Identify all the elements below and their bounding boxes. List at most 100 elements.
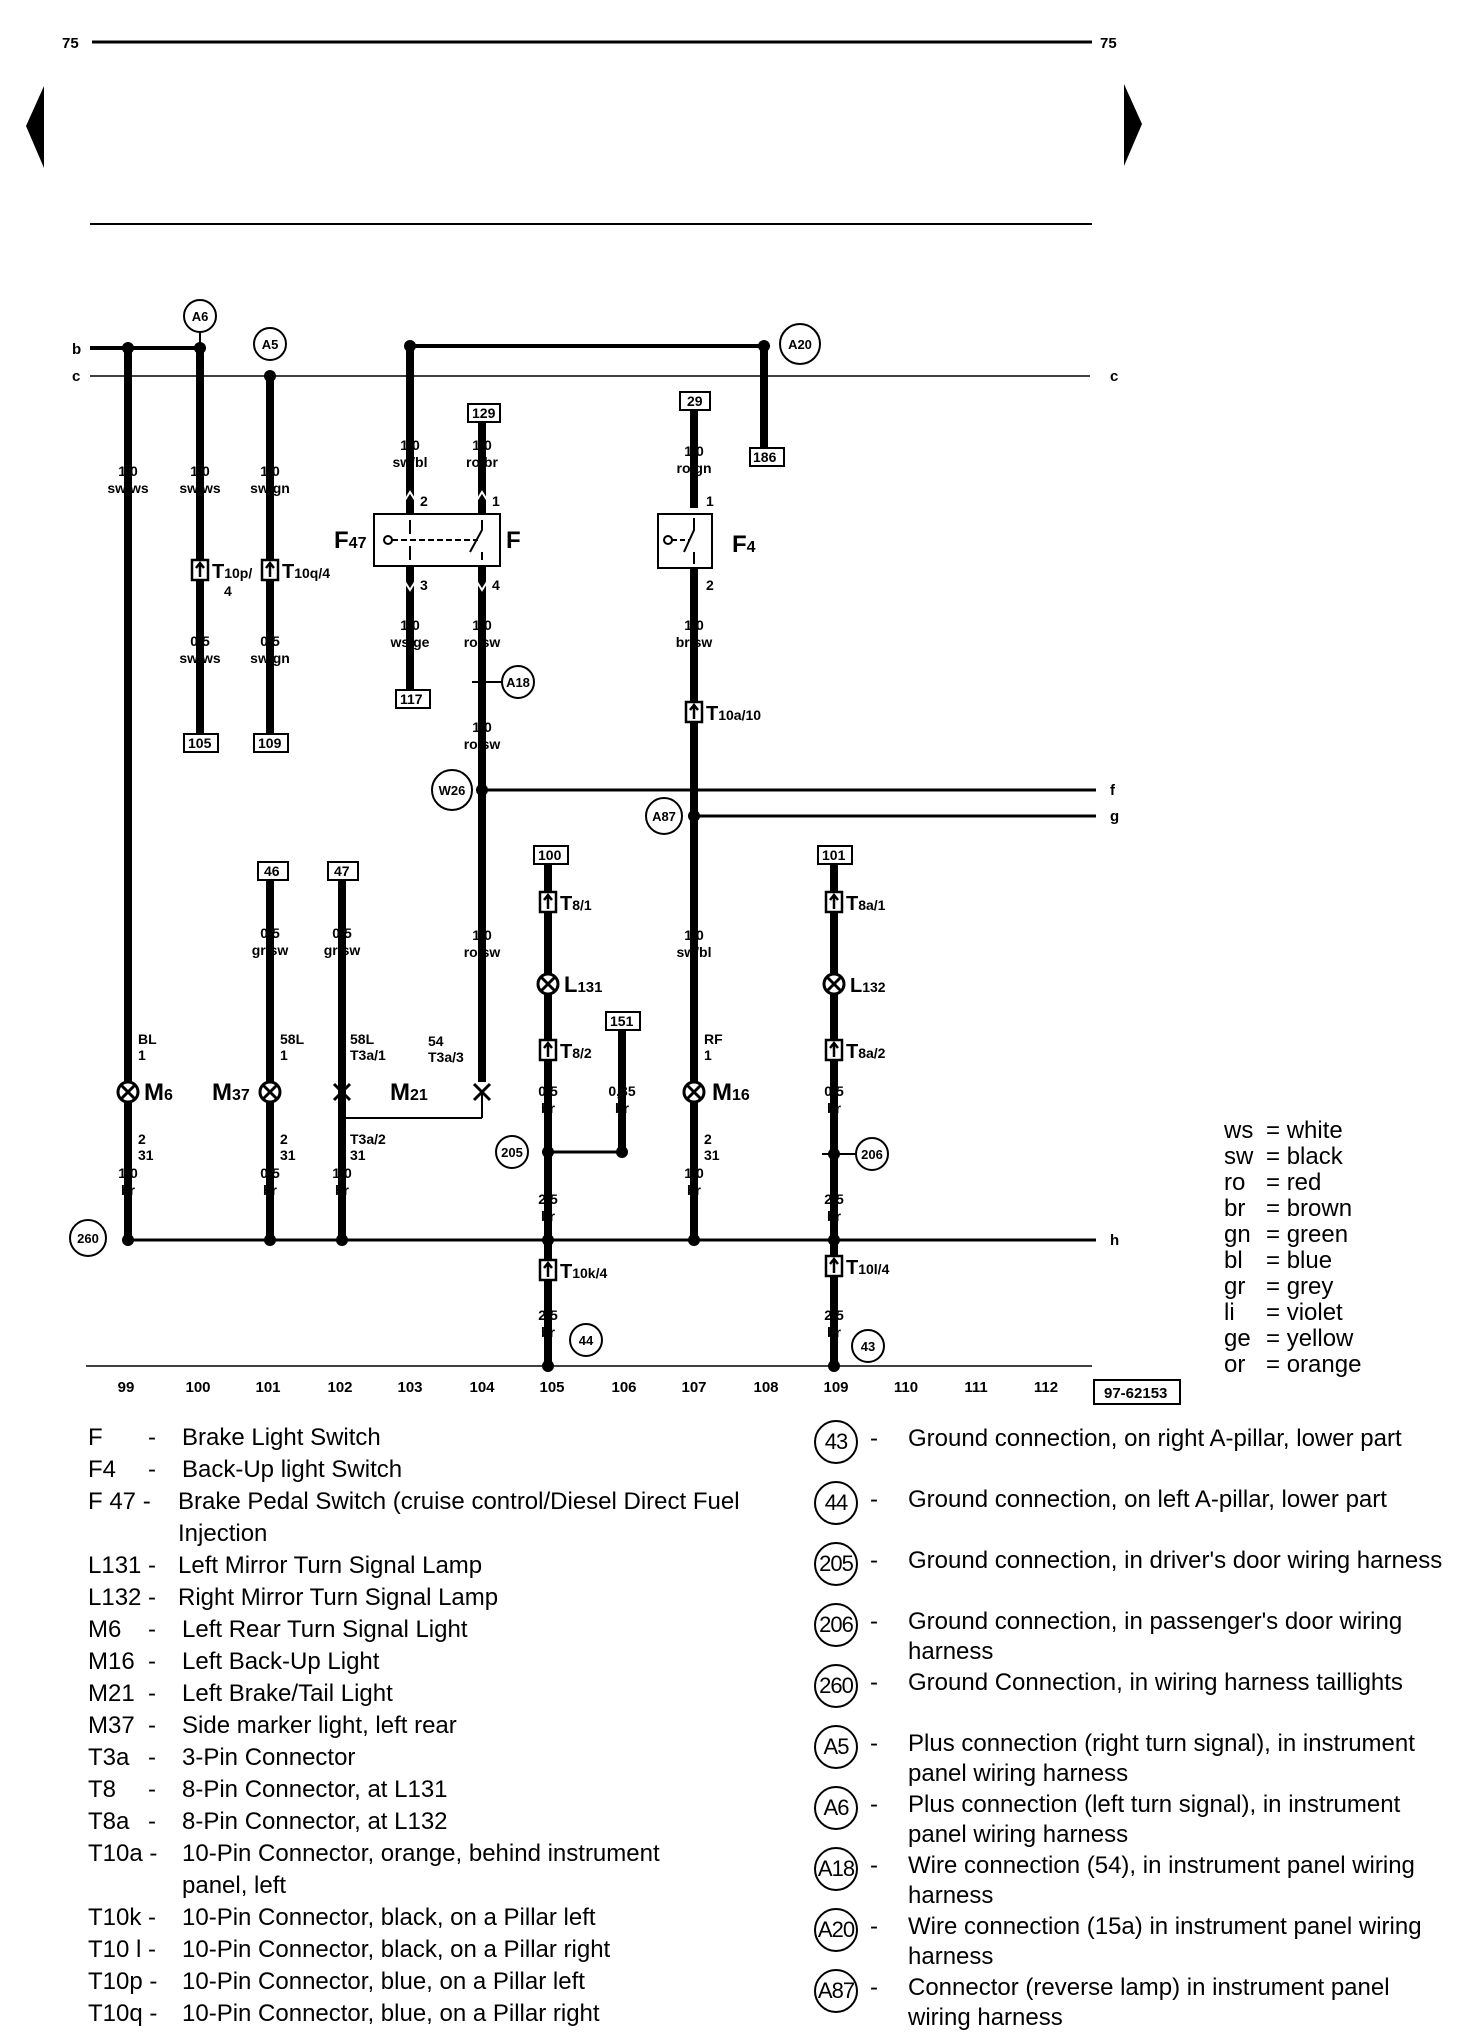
svg-text:M21: M21 xyxy=(390,1079,428,1106)
ref-186: 186 xyxy=(753,449,777,465)
legend-row: T8-8-Pin Connector, at L131 xyxy=(88,1776,448,1803)
ground-id: 205 xyxy=(814,1542,858,1586)
column-number: 107 xyxy=(681,1379,706,1396)
ref-101: 101 xyxy=(822,847,846,863)
rail-label-g: g xyxy=(1110,808,1119,825)
column-number: 111 xyxy=(964,1379,987,1396)
switch-F4-label: F4 xyxy=(732,531,756,558)
svg-text:L132: L132 xyxy=(850,975,886,997)
page-number-left: 75 xyxy=(62,35,79,52)
ref-109: 109 xyxy=(258,735,282,751)
ref-46: 46 xyxy=(264,863,280,879)
lamp-M21: M21 xyxy=(332,1079,492,1106)
pin-label: 4 xyxy=(492,577,500,593)
figure-id-box xyxy=(1093,1379,1181,1405)
connector-T10k: T10k/4 xyxy=(538,1258,607,1283)
arrow-right-icon[interactable] xyxy=(1124,84,1142,166)
ref-box-101 xyxy=(817,845,853,865)
connector-T10a: T10a/10 xyxy=(684,700,761,725)
ground-legend-row: 206-Ground connection, in passenger's do… xyxy=(812,1603,1462,1665)
ref-box-105 xyxy=(183,733,219,753)
pin-label: 1 xyxy=(706,493,714,509)
ground-id: 44 xyxy=(814,1481,858,1525)
node-A20 xyxy=(779,323,821,365)
svg-text:M16: M16 xyxy=(712,1079,750,1106)
lamp-M16: M16 xyxy=(682,1079,750,1106)
node-A5-label: A5 xyxy=(262,337,279,352)
column-number: 101 xyxy=(255,1379,280,1396)
node-44 xyxy=(569,1323,603,1357)
ref-box-151 xyxy=(605,1011,641,1031)
column-number: 112 xyxy=(1034,1379,1058,1396)
ground-id: A20 xyxy=(814,1908,858,1952)
legend-row: T10q -10-Pin Connector, blue, on a Pilla… xyxy=(88,2000,600,2027)
rail-label-c: c xyxy=(72,368,80,385)
pin-label: 2 xyxy=(706,577,714,593)
connector-T10l: T10l/4 xyxy=(824,1254,890,1279)
ground-id: 206 xyxy=(814,1603,858,1647)
ref-129: 129 xyxy=(472,405,496,421)
node-205 xyxy=(495,1135,529,1169)
ground-legend-row: A20-Wire connection (15a) in instrument … xyxy=(812,1908,1462,1970)
switch-F-label: F xyxy=(506,527,521,554)
svg-text:T8a/2: T8a/2 xyxy=(846,1041,886,1063)
ground-id: A87 xyxy=(814,1969,858,2013)
junction-dot xyxy=(338,1114,346,1122)
legend-row: M37-Side marker light, left rear xyxy=(88,1712,457,1739)
ref-box-46 xyxy=(257,861,289,881)
ref-47: 47 xyxy=(334,863,350,879)
legend-row: M16-Left Back-Up Light xyxy=(88,1648,380,1675)
pin-label: 2 xyxy=(420,493,428,509)
lamp-M37: M37 xyxy=(212,1079,282,1106)
ref-box-129 xyxy=(467,403,501,423)
ground-id: A6 xyxy=(814,1786,858,1830)
color-key-row: or= orange xyxy=(1224,1351,1362,1378)
svg-text:T10l/4: T10l/4 xyxy=(846,1257,890,1279)
rail-label-b: b xyxy=(72,341,81,358)
node-44-label: 44 xyxy=(579,1333,594,1348)
color-key-row: ws= white xyxy=(1224,1117,1343,1144)
pin-label: 3 xyxy=(420,577,428,593)
svg-text:M37: M37 xyxy=(212,1079,250,1106)
pin-arrow xyxy=(404,581,416,592)
node-A6-label: A6 xyxy=(192,309,209,324)
color-key-row: gn= green xyxy=(1224,1221,1349,1248)
rail-label-f: f xyxy=(1110,782,1116,799)
ref-117: 117 xyxy=(400,691,423,707)
column-number: 104 xyxy=(469,1379,495,1396)
legend-row: F 47 -Brake Pedal Switch (cruise control… xyxy=(88,1488,740,1547)
page-number-right: 75 xyxy=(1100,35,1117,52)
switch-F47-label: F47 xyxy=(334,527,367,554)
connector-T8-2: T8/2 xyxy=(538,1038,592,1063)
ground-legend-row: A18-Wire connection (54), in instrument … xyxy=(812,1847,1462,1909)
ref-box-29 xyxy=(679,391,711,411)
connector-T10p: T10p/ 4 xyxy=(190,558,252,599)
color-key-row: bl= blue xyxy=(1224,1247,1333,1274)
arrow-left-icon[interactable] xyxy=(26,86,44,168)
color-key-row: ro= red xyxy=(1224,1169,1322,1196)
legend-row: T10p -10-Pin Connector, blue, on a Pilla… xyxy=(88,1968,585,1995)
connector-T8a-2: T8a/2 xyxy=(824,1038,886,1063)
ground-legend: 43-Ground connection, on right A-pillar,… xyxy=(812,1420,1462,2031)
color-key: ws= white sw= black ro= red br= brown gn… xyxy=(1224,1118,1361,1378)
rail-label-c-right: c xyxy=(1110,368,1118,385)
ground-legend-row: A87-Connector (reverse lamp) in instrume… xyxy=(812,1969,1462,2031)
legend-row: M21-Left Brake/Tail Light xyxy=(88,1680,393,1707)
